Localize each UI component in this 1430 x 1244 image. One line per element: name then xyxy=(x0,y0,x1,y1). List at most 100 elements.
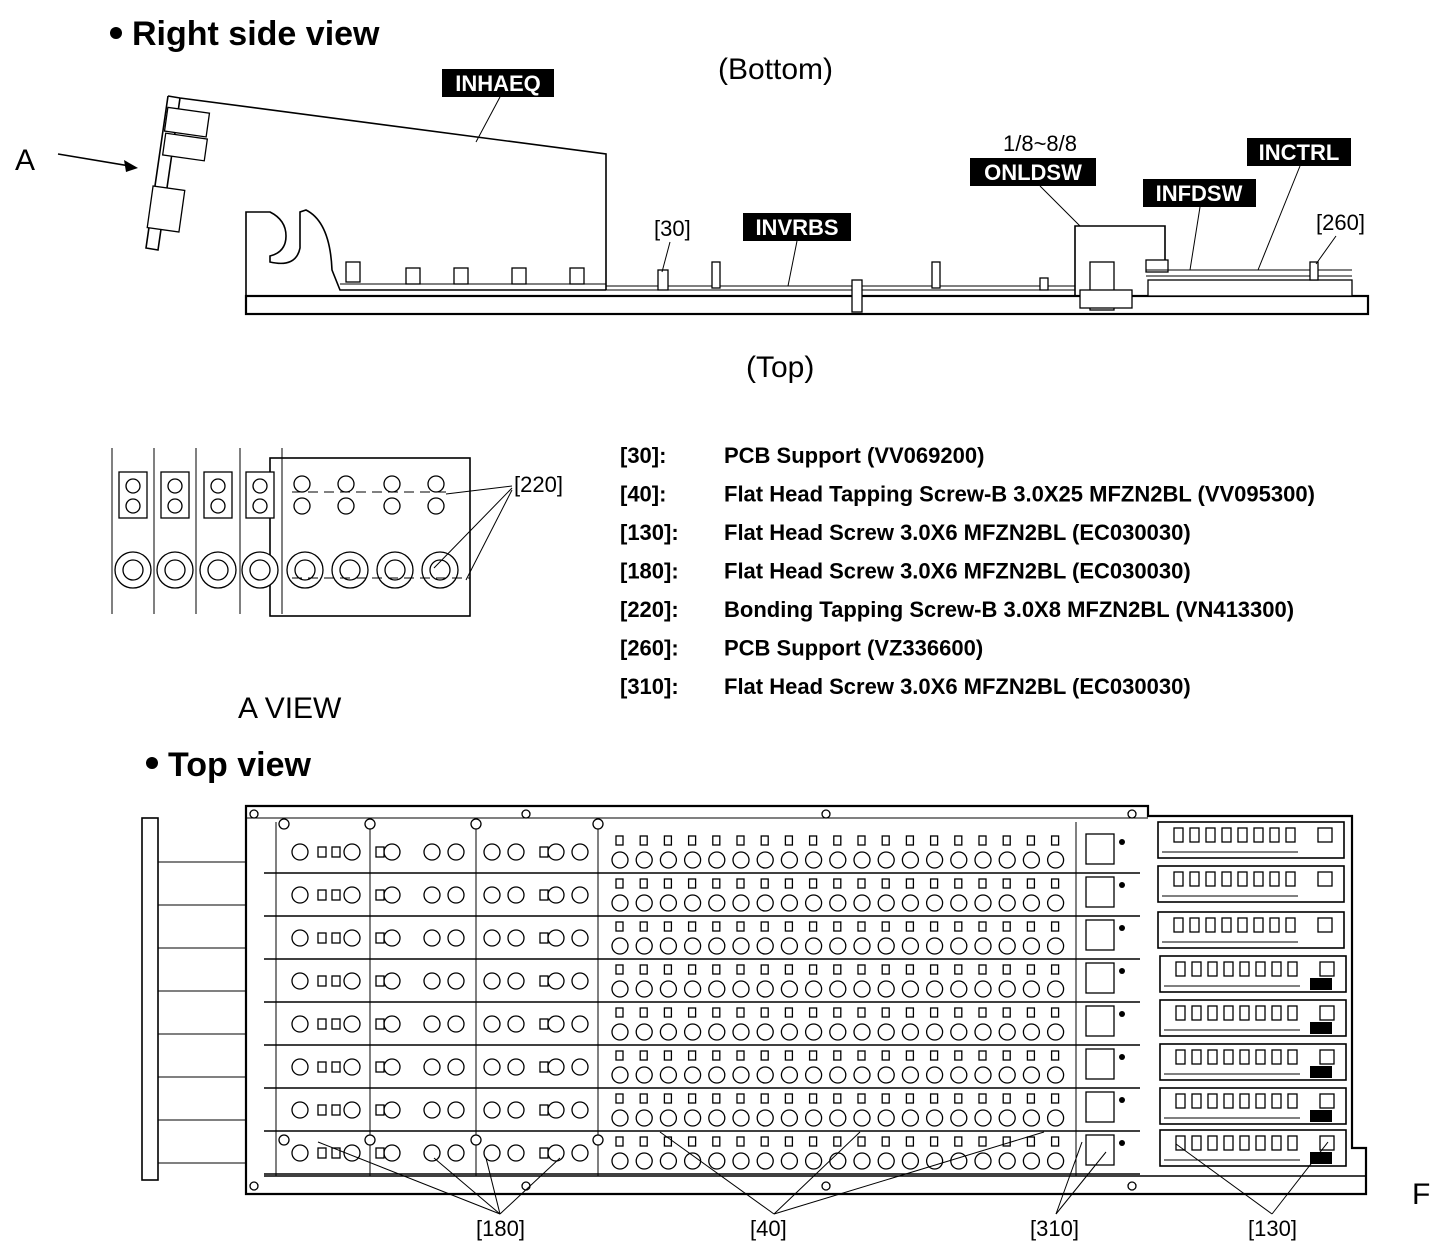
screw xyxy=(1119,968,1125,974)
fader-switch xyxy=(1175,1005,1186,1021)
screw-head xyxy=(337,497,355,515)
knob xyxy=(998,1066,1016,1084)
knob xyxy=(423,1058,441,1076)
knob xyxy=(635,894,653,912)
infdsw-connector xyxy=(1145,259,1169,273)
led xyxy=(833,1050,842,1061)
screw xyxy=(592,1134,604,1146)
fader-switch xyxy=(1221,871,1232,887)
switch xyxy=(539,846,549,858)
led xyxy=(784,921,794,932)
legend-key: [30]: xyxy=(620,443,666,468)
fader-switch xyxy=(1237,917,1248,933)
screw-head xyxy=(427,497,445,515)
knob xyxy=(447,929,465,947)
indicator xyxy=(1317,871,1333,887)
knob xyxy=(756,894,774,912)
fader-switch xyxy=(1239,1049,1250,1065)
knob xyxy=(829,1109,847,1127)
led xyxy=(663,964,673,975)
knob xyxy=(683,894,702,912)
knob xyxy=(756,1109,774,1127)
knob xyxy=(708,1066,726,1084)
connector-block xyxy=(1310,1110,1332,1122)
led xyxy=(663,1093,673,1104)
knob xyxy=(343,972,361,990)
knob xyxy=(635,980,653,998)
knob xyxy=(635,851,653,869)
knob xyxy=(853,851,871,869)
led xyxy=(663,1136,673,1147)
knob xyxy=(291,1015,309,1033)
fader-switch xyxy=(1271,961,1282,977)
fader-switch xyxy=(1175,1049,1186,1065)
indicator xyxy=(1319,1093,1335,1109)
xlr-jack-core xyxy=(164,559,186,581)
fader-switch xyxy=(1207,1049,1218,1065)
knob xyxy=(659,1066,678,1084)
control-board-modules xyxy=(1157,821,1347,1167)
switch xyxy=(331,846,341,858)
led xyxy=(954,878,963,889)
knob xyxy=(780,894,799,912)
knob xyxy=(483,1101,501,1119)
knob xyxy=(877,851,895,869)
svg-text:INFDSW: INFDSW xyxy=(1156,181,1243,206)
knob xyxy=(732,937,750,955)
led xyxy=(736,878,745,889)
legend-key: [180]: xyxy=(620,559,679,584)
knob xyxy=(1022,980,1041,998)
knob xyxy=(1046,1152,1065,1170)
knob xyxy=(877,894,895,912)
knob xyxy=(998,1152,1016,1170)
screw xyxy=(1119,1054,1125,1060)
knob xyxy=(853,980,871,998)
a-view-label: A VIEW xyxy=(238,692,342,725)
knob xyxy=(507,1144,525,1162)
knob xyxy=(853,937,871,955)
led xyxy=(639,921,648,932)
fader-switch xyxy=(1207,1005,1218,1021)
callout-40: [40] xyxy=(750,1216,787,1241)
knob xyxy=(925,980,944,998)
legend-description: Flat Head Screw 3.0X6 MFZN2BL (EC030030) xyxy=(724,520,1191,545)
arrow-a-head xyxy=(124,160,138,172)
fader-switch xyxy=(1173,827,1184,843)
knob xyxy=(291,886,309,904)
fader-switch xyxy=(1223,1049,1234,1065)
led xyxy=(857,921,866,932)
led xyxy=(978,921,987,932)
led xyxy=(905,1093,915,1104)
knob xyxy=(507,972,525,990)
switch xyxy=(539,1018,549,1030)
connector-block xyxy=(1310,1066,1332,1078)
side-frame-profile xyxy=(245,209,606,296)
onldsw-switch xyxy=(1085,1048,1115,1080)
screw-head xyxy=(337,475,355,493)
fader-switch xyxy=(1239,1093,1250,1109)
fader-switch xyxy=(1253,827,1264,843)
knob xyxy=(853,1109,871,1127)
knob xyxy=(877,937,895,955)
fader-switch xyxy=(1173,871,1184,887)
led xyxy=(687,1050,697,1061)
fader-switch xyxy=(1287,1005,1298,1021)
knob xyxy=(483,972,501,990)
knob xyxy=(611,937,629,955)
led xyxy=(615,1136,624,1147)
inhaeq-board xyxy=(167,95,607,290)
knob xyxy=(974,937,992,955)
knob xyxy=(829,1152,847,1170)
screw-head xyxy=(383,475,401,493)
callout-180: [180] xyxy=(476,1216,525,1241)
knob xyxy=(1022,1066,1041,1084)
led xyxy=(615,1093,624,1104)
led xyxy=(1050,1093,1060,1104)
front-connection-lines xyxy=(158,861,246,1164)
indicator xyxy=(1319,961,1335,977)
led xyxy=(881,1136,890,1147)
connector-pin xyxy=(167,478,183,494)
knob xyxy=(1022,1152,1041,1170)
standoff xyxy=(931,261,941,289)
